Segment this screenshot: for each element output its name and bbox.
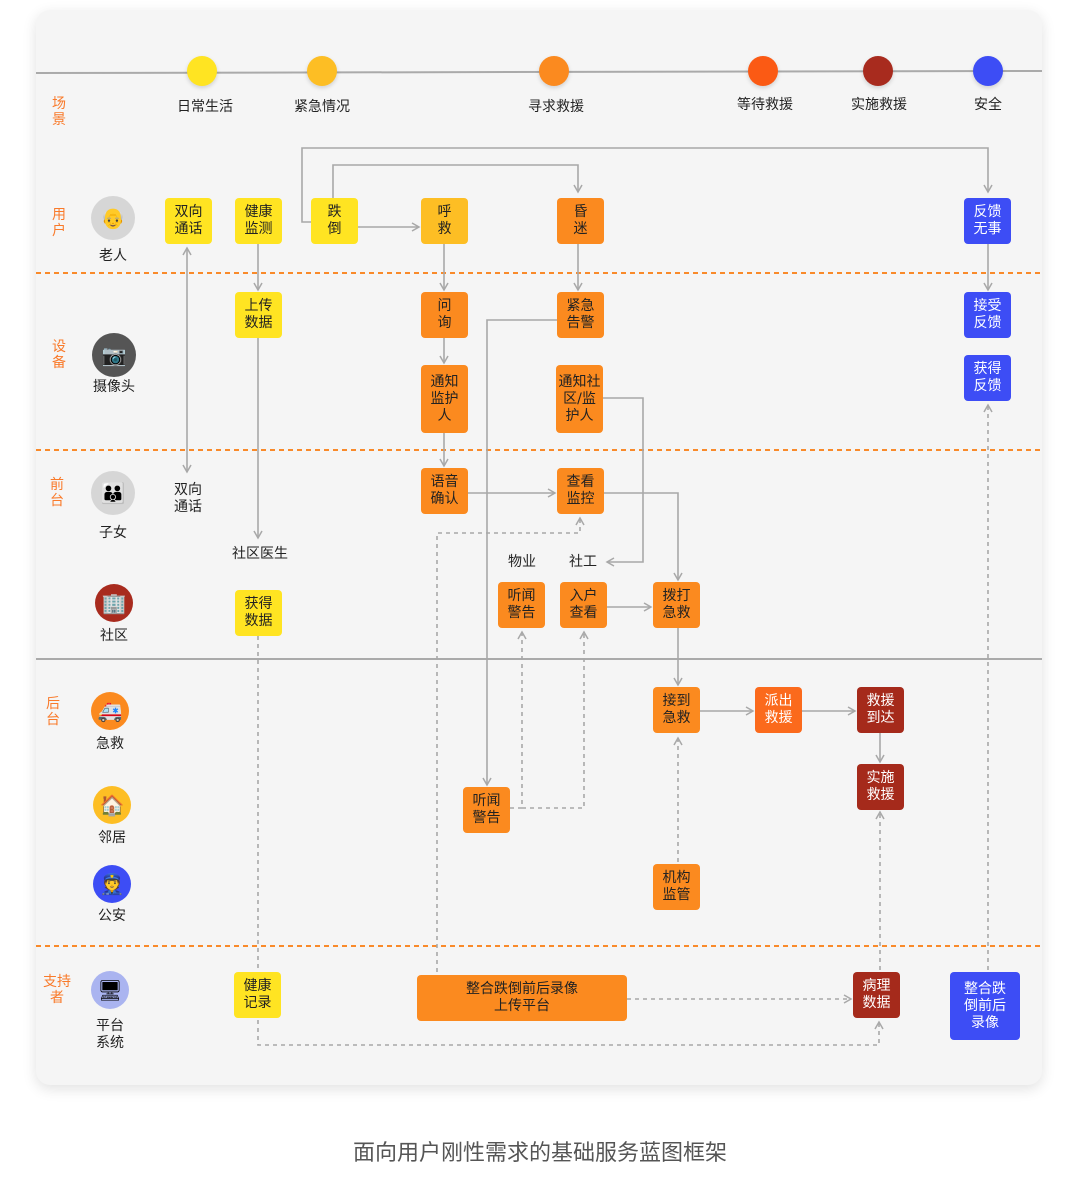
stage-dot <box>539 56 569 86</box>
stage-label: 日常生活 <box>177 99 233 115</box>
step-inquiry: 问 询 <box>421 292 468 338</box>
step-home-check: 入户 查看 <box>560 582 607 628</box>
lane-device: 设 备 <box>52 339 66 371</box>
actor-label: 急救 <box>96 736 124 752</box>
step-dispatch: 派出 救援 <box>755 687 802 733</box>
stage-label: 紧急情况 <box>294 99 350 115</box>
step-health-monitor: 健康 监测 <box>235 198 282 244</box>
stage-label: 实施救援 <box>851 97 907 113</box>
elderly-icon: 👴 <box>91 196 135 240</box>
children-icon: 👪 <box>91 471 135 515</box>
ambulance-icon: 🚑 <box>91 692 129 730</box>
stage-dot <box>748 56 778 86</box>
step-call-help: 呼 救 <box>421 198 468 244</box>
figure-caption: 面向用户刚性需求的基础服务蓝图框架 <box>352 1141 727 1166</box>
stage-dot <box>307 56 337 86</box>
step-health-record: 健康 记录 <box>234 972 281 1018</box>
lane-backstage: 后 台 <box>46 696 60 728</box>
lane-support: 支持 者 <box>43 974 71 1006</box>
diagram-card <box>36 10 1042 1085</box>
step-view-monitor: 查看 监控 <box>557 468 604 514</box>
step-upload-platform: 整合跌倒前后录像 上传平台 <box>417 975 627 1021</box>
actor-label: 老人 <box>99 248 127 264</box>
step-perform: 实施 救援 <box>857 764 904 810</box>
platform-icon: 🖥 <box>91 971 129 1009</box>
step-upload-data: 上传 数据 <box>235 292 282 338</box>
stage-label: 寻求救援 <box>528 99 584 115</box>
edge-notify-social <box>603 397 644 567</box>
edge-fall-coma <box>332 164 583 198</box>
community-doctor-text: 社区医生 <box>232 546 288 562</box>
social-worker-text: 社工 <box>569 554 597 570</box>
actor-label: 社区 <box>100 628 128 644</box>
stage-label: 安全 <box>974 97 1002 113</box>
step-fall: 跌 倒 <box>311 198 358 244</box>
stage-dot <box>863 56 893 86</box>
actor-label: 公安 <box>98 908 126 924</box>
edge-fall-feedback <box>301 147 993 223</box>
step-receive-emergency: 接到 急救 <box>653 687 700 733</box>
community-icon: 🏢 <box>95 584 133 622</box>
step-emergency-alarm: 紧急 告警 <box>557 292 604 338</box>
two-way-call-text: 双向 通话 <box>174 482 202 515</box>
step-get-data: 获得 数据 <box>235 590 282 636</box>
lane-user: 用 户 <box>52 207 66 239</box>
stage-dot <box>187 56 217 86</box>
step-dial-emergency: 拨打 急救 <box>653 582 700 628</box>
actor-label: 摄像头 <box>93 379 135 395</box>
step-arrive: 救援 到达 <box>857 687 904 733</box>
step-video-merge: 整合跌 倒前后 录像 <box>950 972 1020 1040</box>
step-receive-feedback: 接受 反馈 <box>964 292 1011 338</box>
step-hear-alarm: 听闻 警告 <box>498 582 545 628</box>
neighbor-icon: 🏠 <box>93 786 131 824</box>
edge-view-dial <box>604 492 683 582</box>
lane-frontstage: 前 台 <box>50 477 64 509</box>
step-institution: 机构 监管 <box>653 864 700 910</box>
step-coma: 昏 迷 <box>557 198 604 244</box>
step-hear-alarm-2: 听闻 警告 <box>463 787 510 833</box>
actor-label: 子女 <box>99 525 127 541</box>
step-get-feedback: 获得 反馈 <box>964 355 1011 401</box>
stage-label: 等待救援 <box>737 97 793 113</box>
step-notify-community: 通知社 区/监 护人 <box>556 365 603 433</box>
step-notify-guardian: 通知 监护 人 <box>421 365 468 433</box>
step-voice-confirm: 语音 确认 <box>421 468 468 514</box>
actor-label: 邻居 <box>98 830 126 846</box>
step-pathology: 病理 数据 <box>853 972 900 1018</box>
edge-data-pathology <box>257 636 884 1046</box>
step-two-way-call: 双向 通话 <box>165 198 212 244</box>
edge-alarm-hear <box>482 319 557 787</box>
camera-icon: 📷 <box>92 333 136 377</box>
edge-hear-check <box>522 630 589 809</box>
police-icon: 👮 <box>93 865 131 903</box>
edge-platform-view <box>436 516 585 972</box>
actor-label: 平台 系统 <box>96 1018 124 1051</box>
step-feedback-ok: 反馈 无事 <box>964 198 1011 244</box>
stage-dot <box>973 56 1003 86</box>
lane-scene: 场 景 <box>52 96 66 128</box>
property-text: 物业 <box>508 554 536 570</box>
